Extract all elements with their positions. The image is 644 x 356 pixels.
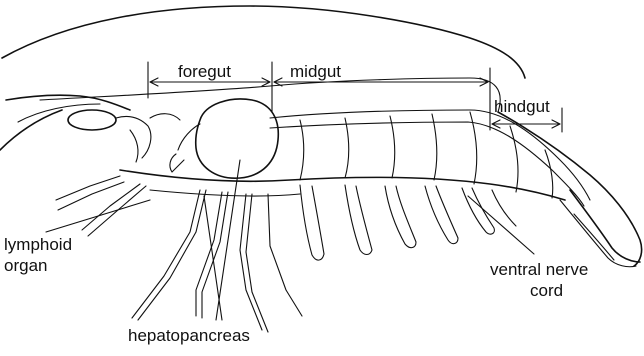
midgut-label: midgut bbox=[290, 62, 341, 81]
pleopods bbox=[300, 185, 516, 260]
eye-icon bbox=[68, 110, 116, 130]
hindgut-label: hindgut bbox=[494, 97, 550, 116]
hepatopancreas-organ bbox=[170, 99, 278, 178]
ventral-nerve-cord-label-line1: ventral nerve bbox=[490, 260, 588, 279]
walking-legs bbox=[56, 176, 302, 332]
shrimp-body-outline bbox=[0, 6, 642, 267]
ventral-nerve-cord-label-line2: cord bbox=[530, 281, 563, 300]
lymphoid-organ-label-line1: lymphoid bbox=[4, 235, 72, 254]
head-organs bbox=[68, 110, 180, 162]
hepatopancreas-label: hepatopancreas bbox=[128, 326, 250, 345]
lymphoid-organ-label-line2: organ bbox=[4, 256, 47, 275]
foregut-label: foregut bbox=[178, 62, 231, 81]
